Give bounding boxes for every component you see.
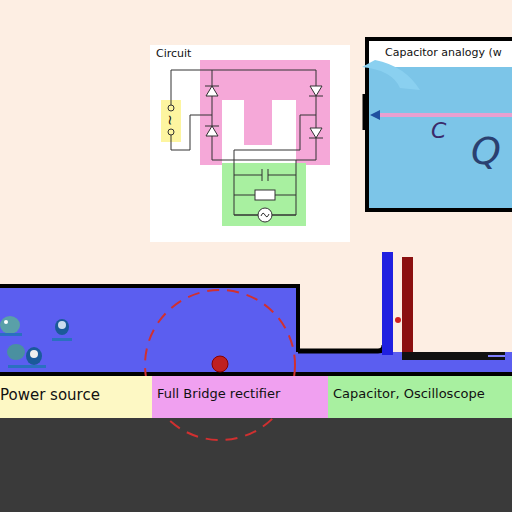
- load-highlight: [222, 163, 306, 226]
- band-label: Power source: [0, 387, 100, 404]
- analogy-panel: Capacitor analogy (w C Q: [367, 39, 512, 210]
- symbol-label: Q: [471, 131, 501, 173]
- circuit-panel-bg: [150, 45, 350, 242]
- diodes: [205, 86, 323, 138]
- section-band: Power source: [0, 376, 152, 418]
- red-ball: [212, 356, 228, 372]
- water-tank: [0, 287, 298, 375]
- creatures: [0, 316, 72, 368]
- symbol-label: C: [431, 119, 446, 143]
- red-pipe: [402, 257, 413, 357]
- panel-heading: Capacitor analogy (w: [385, 47, 502, 59]
- blue-pipe: [382, 252, 393, 355]
- panel-heading: Circuit: [156, 48, 191, 60]
- water-channel: [298, 352, 512, 375]
- section-band: Full Bridge rectifier: [152, 376, 328, 418]
- circuit-schematic: [168, 70, 316, 222]
- band-label: Capacitor, Oscilloscope: [333, 387, 485, 401]
- ac-symbol: ~: [162, 114, 178, 126]
- ground: [0, 418, 512, 512]
- circuit-panel: Circuit: [150, 45, 350, 242]
- section-band: Capacitor, Oscilloscope: [328, 376, 512, 418]
- rectifier-highlight: [200, 60, 330, 165]
- analogy-membrane: [375, 113, 512, 117]
- band-label: Full Bridge rectifier: [157, 387, 280, 401]
